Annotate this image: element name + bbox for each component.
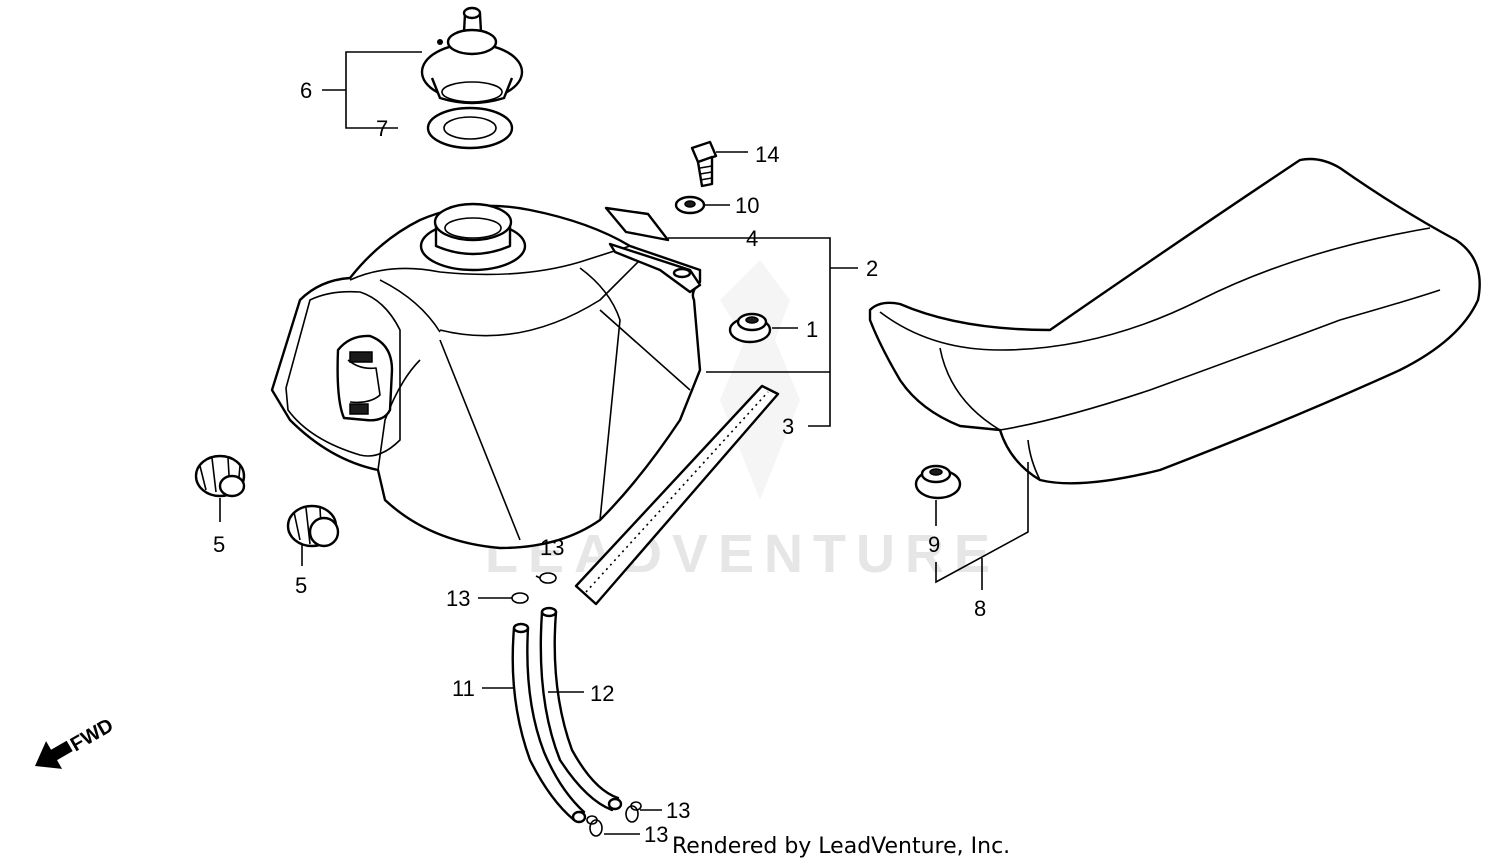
- fuel-tank[interactable]: [270, 202, 702, 550]
- callout-8: 8: [974, 596, 986, 621]
- callout-5a: 5: [213, 532, 225, 557]
- footer-credit: Rendered by LeadVenture, Inc.: [672, 834, 1010, 859]
- seat[interactable]: [868, 157, 1481, 485]
- callout-12: 12: [590, 681, 614, 706]
- rubber-strip[interactable]: [574, 384, 780, 606]
- seat-cushion[interactable]: [914, 464, 962, 500]
- callout-7: 7: [376, 116, 388, 141]
- tank-pad[interactable]: [604, 206, 670, 242]
- hose-clip-upper[interactable]: [535, 572, 557, 584]
- cushion-left[interactable]: [194, 454, 246, 498]
- hose-clip-lower-right[interactable]: [625, 801, 642, 823]
- callout-9: 9: [928, 532, 940, 557]
- fwd-label: FWD: [67, 714, 117, 756]
- callout-5b: 5: [295, 573, 307, 598]
- callout-13b: 13: [446, 586, 470, 611]
- leader-8-group: [935, 462, 1029, 584]
- hose-clip-lower-left[interactable]: [586, 815, 603, 837]
- callout-11: 11: [452, 676, 475, 701]
- fuel-cap[interactable]: [420, 6, 524, 105]
- breather-hose[interactable]: [539, 606, 623, 812]
- rubber-grommet[interactable]: [728, 312, 772, 344]
- callout-10: 10: [735, 193, 759, 218]
- flange-bolt[interactable]: [690, 140, 718, 188]
- callout-14: 14: [755, 142, 779, 167]
- fuel-hose[interactable]: [511, 622, 587, 824]
- washer[interactable]: [674, 195, 706, 215]
- fwd-arrow-icon: FWD: [35, 714, 117, 769]
- callout-13d: 13: [644, 822, 668, 847]
- callout-13c: 13: [666, 798, 690, 823]
- watermark-logo: [720, 260, 800, 500]
- hose-clip-left[interactable]: [511, 592, 529, 604]
- callout-4: 4: [746, 226, 758, 251]
- callout-1: 1: [806, 317, 818, 342]
- callout-2: 2: [866, 256, 878, 281]
- callout-3: 3: [782, 414, 794, 439]
- callout-6: 6: [300, 78, 312, 103]
- leader-2-group: [668, 237, 831, 427]
- cushion-right[interactable]: [286, 504, 340, 548]
- callout-13a: 13: [540, 535, 564, 560]
- cap-gasket[interactable]: [426, 106, 514, 150]
